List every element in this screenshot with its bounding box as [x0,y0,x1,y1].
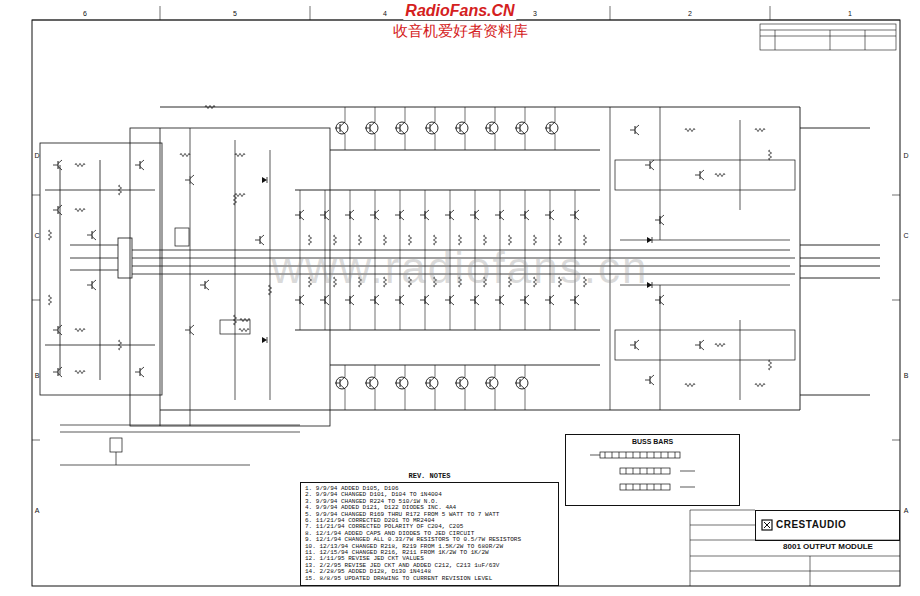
grid-letter: D [34,152,39,159]
input-section [40,128,795,426]
logo-mark [761,519,773,531]
watermark-url: www.radiofans.cn [272,243,649,293]
grid-letter: A [35,507,40,514]
title-logo-box: CRESTAUDIO [755,510,900,541]
grid-letter: C [34,232,39,239]
watermark-latin: RadioFans.CN [403,2,516,20]
company-logo: CRESTAUDIO [756,511,899,530]
watermark-chinese: 收音机爱好者资料库 [391,22,530,41]
drawing-frame [32,6,900,586]
title-block-grid [690,510,900,586]
buss-bars-box: BUSS BARS [565,434,740,506]
input-transistors [48,153,271,377]
protection-parts [630,125,772,387]
revision-table [760,24,896,50]
rev-notes-box: REV. NOTES1. 9/9/94 ADDED D105, D1062. 9… [300,482,559,586]
revision-note: 15. 8/8/95 UPDATED DRAWING TO CURRENT RE… [301,576,556,582]
grid-letter: A [904,507,909,514]
grid-number: 3 [533,10,537,17]
grid-letter: D [903,152,908,159]
grid-number: 1 [848,10,852,17]
output-transistors-top [335,122,558,134]
bias-wiring [60,128,300,465]
drawing-title: 8001 OUTPUT MODULE [760,542,896,551]
output-transistors-bottom [335,377,528,389]
grid-letter: B [35,372,40,379]
buss-bar-strips [590,452,695,490]
grid-number: 6 [83,10,87,17]
emitter-resistors [205,105,587,331]
grid-number: 4 [383,10,387,17]
notes-heading: REV. NOTES [301,472,558,480]
buss-bars-heading: BUSS BARS [566,438,739,445]
grid-letter: B [904,372,909,379]
grid-number: 5 [233,10,237,17]
supply-rails [160,107,880,410]
grid-letter: C [903,232,908,239]
grid-number: 2 [688,10,692,17]
